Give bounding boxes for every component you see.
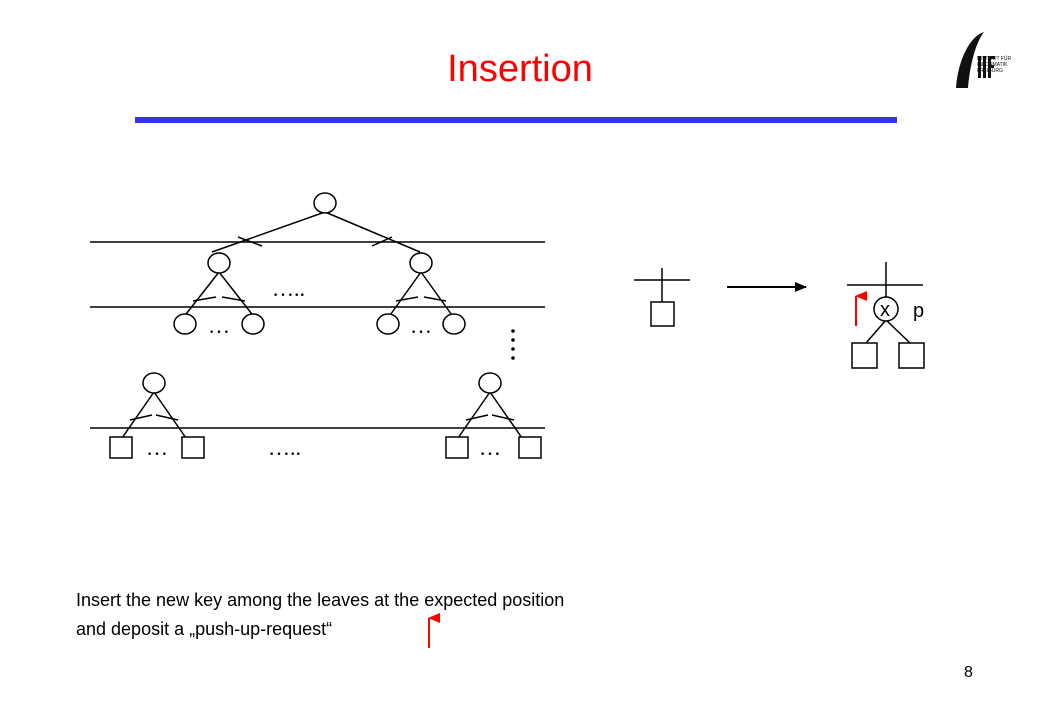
- ellipsis-middle-level: …..: [272, 276, 305, 301]
- tree-node: [478, 372, 502, 394]
- logo-text-line: FREIBURG: [977, 68, 1003, 74]
- right-subtree: [376, 252, 466, 335]
- tree-node: [173, 313, 197, 335]
- tree-node: [376, 313, 400, 335]
- leaf-box: [109, 436, 133, 459]
- insertion-before: [634, 268, 690, 327]
- ellipsis-left-leaves: …: [146, 435, 168, 460]
- caption-line-2: and deposit a „push-up-request“: [76, 619, 333, 639]
- ellipsis-left-children: …: [208, 313, 230, 338]
- ellipsis-right-children: …: [410, 313, 432, 338]
- node-label-x: x: [880, 299, 890, 321]
- institute-logo: [956, 32, 995, 88]
- logo-bar-5: [988, 65, 994, 68]
- level-lines: [90, 241, 545, 429]
- title-underline: [135, 117, 897, 123]
- logo-text-line: INFORMATIK: [977, 62, 1008, 68]
- logo-bar-4: [988, 56, 995, 59]
- new-key-node: [873, 296, 899, 322]
- page-number: 8: [964, 664, 973, 681]
- leaf-box: [518, 436, 542, 459]
- slide-title: Insertion: [447, 48, 593, 90]
- logo-swoosh: [956, 32, 984, 88]
- left-subtree: [173, 252, 265, 335]
- tree-node: [442, 313, 466, 335]
- insertion-after: [847, 262, 925, 369]
- root-subtree: [211, 192, 421, 253]
- logo-bar-2: [983, 56, 986, 78]
- tree-node: [142, 372, 166, 394]
- ellipsis-right-leaves: …: [479, 435, 501, 460]
- tree-node: [409, 252, 433, 274]
- leaf-box: [181, 436, 205, 459]
- vertical-ellipsis: [511, 329, 515, 360]
- bottom-right-subtree: [445, 372, 542, 459]
- caption-line-1: Insert the new key among the leaves at t…: [76, 590, 565, 610]
- logo-text-line: INSTITUT FÜR: [977, 56, 1012, 62]
- tree-node: [313, 192, 337, 214]
- leaf-box: [851, 342, 878, 369]
- tree-node: [241, 313, 265, 335]
- pointer-label-p: p: [913, 300, 924, 322]
- ellipsis-leaf-level: …..: [268, 435, 301, 460]
- leaf-box: [898, 342, 925, 369]
- leaf-box: [445, 436, 469, 459]
- leaf-box: [650, 301, 675, 327]
- bottom-left-subtree: [109, 372, 205, 459]
- logo-bar-1: [978, 56, 981, 78]
- tree-node: [207, 252, 231, 274]
- logo-text: INSTITUT FÜR INFORMATIK FREIBURG: [977, 56, 1037, 74]
